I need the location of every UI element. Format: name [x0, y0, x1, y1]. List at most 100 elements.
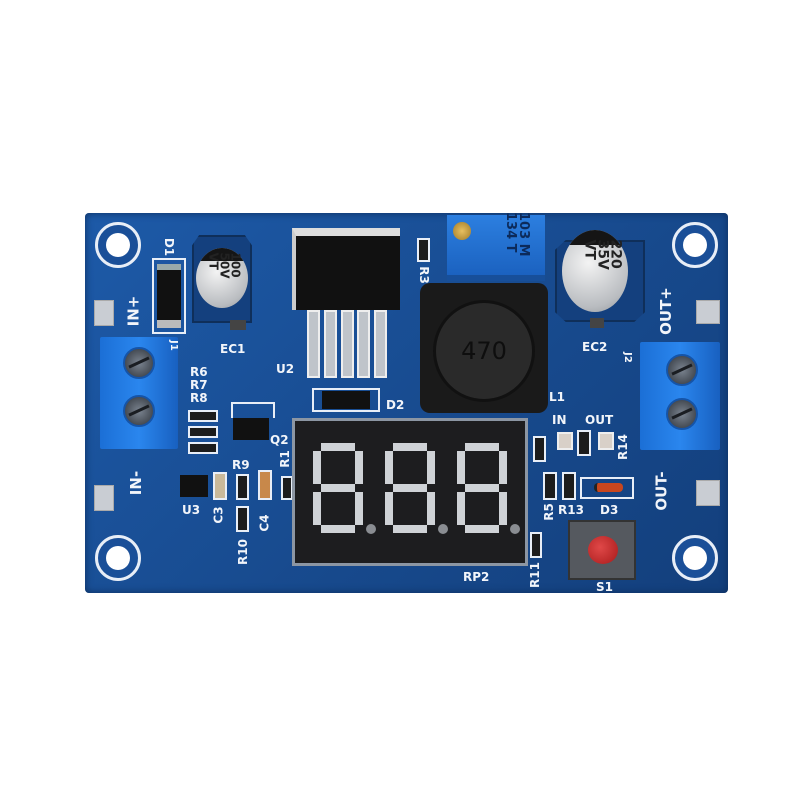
display-segment — [385, 451, 393, 484]
label-r11: R11 — [527, 562, 542, 588]
label-r8: R8 — [190, 391, 208, 405]
label-out-plus: OUT+ — [656, 287, 675, 335]
display-segment — [427, 492, 435, 525]
mount-hole — [95, 535, 141, 581]
label-r9: R9 — [232, 458, 250, 472]
resistor-led — [577, 430, 591, 456]
label-in-minus: IN- — [127, 470, 146, 496]
display-segment — [457, 492, 465, 525]
display-segment — [355, 451, 363, 484]
display-segment — [499, 451, 507, 484]
display-segment — [393, 525, 427, 533]
transistor-q2 — [233, 418, 269, 440]
display-segment — [385, 492, 393, 525]
capacitor-c4 — [258, 470, 272, 500]
display-segment — [313, 451, 321, 484]
label-q2: Q2 — [270, 433, 289, 447]
label-ec2: EC2 — [582, 340, 608, 354]
label-out-minus: OUT- — [652, 471, 671, 511]
label-r3: R3 — [416, 266, 431, 284]
label-led-out: OUT — [585, 413, 614, 427]
label-r14: R14 — [615, 434, 630, 460]
display-segment — [393, 484, 427, 492]
label-j2: J2 — [621, 352, 633, 363]
label-u2: U2 — [276, 362, 295, 376]
pot-markings: 103 M 134 T — [503, 212, 531, 257]
label-r10: R10 — [235, 539, 250, 565]
display-decimal-point — [510, 524, 520, 534]
d3-outline — [580, 477, 634, 499]
display-segment — [321, 443, 355, 451]
resistor-r9 — [236, 474, 249, 500]
display-decimal-point — [438, 524, 448, 534]
display-segment — [457, 451, 465, 484]
pot-adjust-screw[interactable] — [453, 222, 471, 240]
display-segment — [499, 492, 507, 525]
ic-u3 — [180, 475, 208, 497]
label-r1: R1 — [277, 450, 292, 468]
display-segment — [321, 484, 355, 492]
pot-line1: 103 — [516, 212, 531, 240]
resistor-r6 — [188, 410, 218, 422]
display-segment — [321, 525, 355, 533]
label-s1: S1 — [596, 580, 613, 594]
led-in — [557, 432, 573, 450]
label-ec1: EC1 — [220, 342, 246, 356]
button-cap[interactable] — [588, 536, 618, 564]
diode-d2 — [322, 391, 370, 409]
screw-in-minus[interactable] — [123, 395, 155, 427]
capacitor-c3 — [213, 472, 227, 500]
led-out — [598, 432, 614, 450]
q2-outline — [231, 402, 275, 418]
resistor-r13 — [562, 472, 576, 500]
label-in-plus: IN+ — [124, 295, 143, 327]
mount-hole — [672, 222, 718, 268]
resistor-r10 — [236, 506, 249, 532]
label-r13: R13 — [558, 503, 584, 517]
label-j1: J1 — [167, 340, 179, 351]
resistor — [533, 436, 546, 462]
label-rp2: RP2 — [463, 570, 490, 584]
screw-out-plus[interactable] — [666, 354, 698, 386]
ec2-lead — [590, 318, 604, 328]
resistor-r5 — [543, 472, 557, 500]
resistor-r3 — [417, 238, 430, 262]
display-segment — [313, 492, 321, 525]
label-c3: C3 — [211, 506, 226, 524]
u2-legs — [307, 310, 387, 378]
label-d1: D1 — [162, 237, 177, 257]
inductor-marking: 470 — [433, 300, 535, 402]
pad — [94, 300, 114, 326]
screw-in-plus[interactable] — [123, 347, 155, 379]
labels-r6-r8: R6 R7 R8 — [190, 366, 208, 405]
display-segment — [393, 443, 427, 451]
d1-outline — [152, 258, 186, 334]
screw-out-minus[interactable] — [666, 398, 698, 430]
pad — [696, 480, 720, 506]
label-led-in: IN — [552, 413, 567, 427]
label-d2: D2 — [386, 398, 405, 412]
display-segment — [355, 492, 363, 525]
capacitor-ec1 — [196, 248, 248, 308]
label-r7: R7 — [190, 378, 208, 392]
label-d3: D3 — [600, 503, 619, 517]
mount-hole — [95, 222, 141, 268]
label-r6: R6 — [190, 365, 208, 379]
resistor-r8 — [188, 442, 218, 454]
mount-hole — [672, 535, 718, 581]
display-segment — [465, 525, 499, 533]
pot-line3: 134 — [503, 212, 518, 240]
label-c4: C4 — [257, 514, 272, 532]
label-l1: L1 — [549, 390, 565, 404]
diode-d1 — [157, 264, 181, 328]
capacitor-ec2 — [562, 230, 628, 312]
pot-line4: T — [503, 243, 518, 253]
label-u3: U3 — [182, 503, 201, 517]
resistor-r7 — [188, 426, 218, 438]
pad — [696, 300, 720, 324]
regulator-u2 — [292, 228, 400, 310]
resistor-r11 — [530, 532, 542, 558]
diode-d3 — [594, 483, 623, 492]
display-decimal-point — [366, 524, 376, 534]
display-digits — [313, 443, 520, 534]
